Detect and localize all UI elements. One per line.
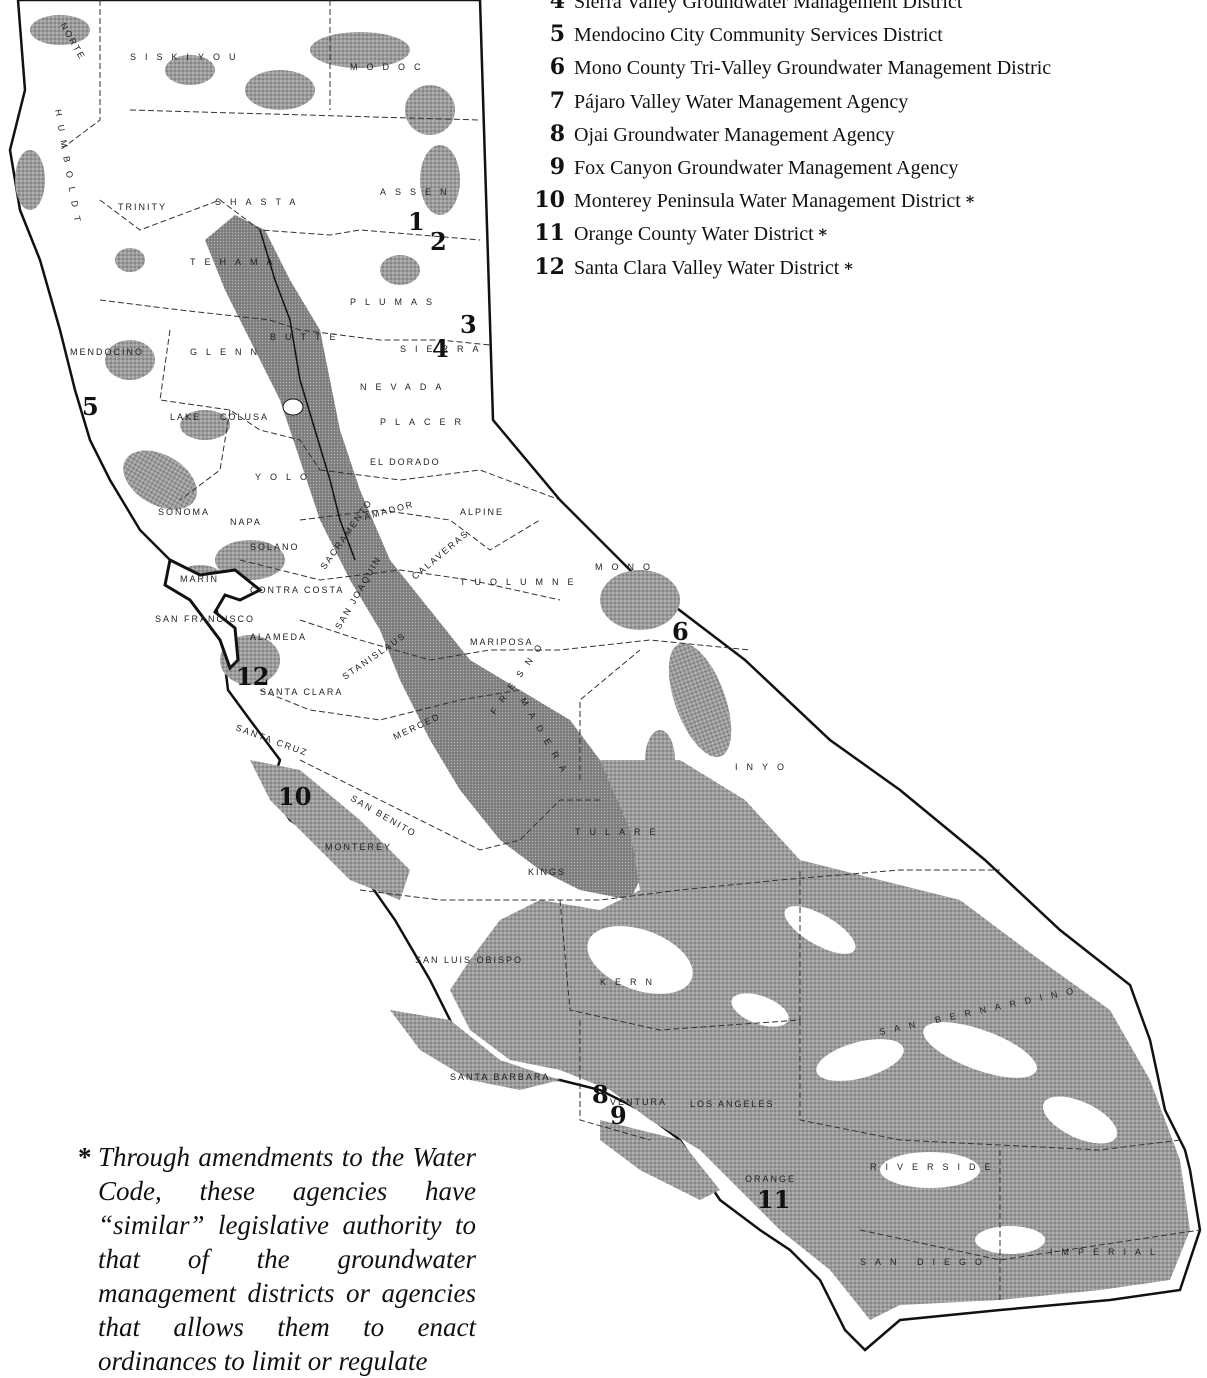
footnote: * Through amendments to the Water Code, … [78, 1140, 476, 1378]
label-orange: ORANGE [745, 1174, 796, 1184]
footnote-text: Through amendments to the Water Code, th… [98, 1142, 476, 1376]
label-colusa: COLUSA [220, 412, 269, 422]
label-yolo: YOLO [255, 472, 316, 482]
county-boundaries [59, 0, 1201, 1300]
label-lake: LAKE [170, 412, 201, 422]
label-santa-barbara: SANTA BARBARA [450, 1072, 550, 1082]
legend-row: 4 Sierra Valley Groundwater Management D… [520, 0, 1207, 21]
label-napa: NAPA [230, 517, 262, 527]
legend-row: 9 Fox Canyon Groundwater Management Agen… [520, 154, 1207, 187]
label-kern: KERN [600, 977, 661, 987]
legend-number: 4 [549, 0, 565, 14]
label-sierra: SIERRA [400, 344, 488, 354]
label-imperial: IMPERIAL [1050, 1247, 1164, 1257]
lake [282, 398, 304, 416]
label-trinity: TRINITY [118, 202, 167, 212]
legend-number: 10 [534, 187, 565, 214]
label-riverside: RIVERSIDE [870, 1162, 1000, 1172]
legend-row: 5 Mendocino City Community Services Dist… [520, 21, 1207, 54]
district-marker-11: 11 [757, 1185, 790, 1214]
legend-number: 6 [549, 54, 565, 81]
label-sonoma: SONOMA [158, 507, 210, 517]
district-marker-10: 10 [278, 782, 311, 811]
label-los-angeles: LOS ANGELES [690, 1099, 775, 1109]
label-plumas: PLUMAS [350, 297, 441, 307]
label-tuolumne: TUOLUMNE [460, 577, 583, 587]
label-placer: PLACER [380, 417, 470, 427]
label-siskiyou: SISKIYOU [130, 52, 245, 62]
label-el-dorado: EL DORADO [370, 457, 441, 467]
footnote-asterisk: * [78, 1142, 92, 1172]
label-mariposa: MARIPOSA [470, 637, 534, 647]
legend-label: Pájaro Valley Water Management Agency [574, 90, 909, 113]
label-modoc: MODOC [350, 62, 430, 72]
legend-label: Sierra Valley Groundwater Management Dis… [574, 0, 963, 13]
legend-number: 9 [549, 153, 565, 180]
district-legend: 4 Sierra Valley Groundwater Management D… [520, 0, 1207, 287]
label-mono: MONO [595, 562, 659, 572]
label-tulare: TULARE [575, 827, 665, 837]
legend-label: Mono County Tri-Valley Groundwater Manag… [574, 57, 1052, 80]
desert-basins [450, 760, 1190, 1320]
legend-number: 5 [549, 21, 565, 48]
sacramento-river [259, 229, 356, 561]
label-nevada: NEVADA [360, 382, 450, 392]
label-mendocino: MENDOCINO [70, 347, 144, 357]
label-santa-clara: SANTA CLARA [260, 687, 343, 697]
district-marker-4: 4 [432, 334, 449, 363]
legend-label: Monterey Peninsula Water Management Dist… [574, 190, 961, 213]
district-marker-2: 2 [430, 227, 447, 256]
legend-label: Santa Clara Valley Water District [574, 256, 840, 279]
central-valley [205, 215, 640, 900]
legend-asterisk: * [965, 192, 975, 212]
label-san-francisco: SAN FRANCISCO [155, 614, 255, 624]
label-san-diego: SAN DIEGO [860, 1257, 991, 1267]
legend-label: Ojai Groundwater Management Agency [574, 123, 895, 146]
district-marker-6: 6 [672, 617, 689, 646]
label-contra-costa: CONTRA COSTA [250, 585, 344, 595]
legend-row: 6 Mono County Tri-Valley Groundwater Man… [520, 54, 1207, 87]
legend-number: 12 [534, 253, 565, 280]
district-markers: 1 2 3 4 5 6 8 9 10 11 12 [82, 207, 790, 1214]
label-butte: BUTTE [270, 332, 345, 342]
district-marker-8: 8 [592, 1080, 609, 1109]
label-ventura: VENTURA [610, 1097, 667, 1107]
district-marker-9: 9 [610, 1101, 627, 1130]
legend-row: 8 Ojai Groundwater Management Agency [520, 121, 1207, 154]
bay-water [163, 557, 263, 671]
legend-label: Orange County Water District [574, 223, 814, 246]
label-alpine: ALPINE [460, 507, 504, 517]
label-lassen: ASSEN [380, 187, 456, 197]
legend-row: 10 Monterey Peninsula Water Management D… [520, 187, 1207, 220]
label-tehama: TEHAMA [190, 257, 282, 267]
label-glenn: GLENN [190, 347, 266, 357]
upland-basins [15, 15, 732, 790]
label-kings: KINGS [528, 867, 566, 877]
district-marker-12: 12 [236, 662, 269, 691]
label-monterey: MONTEREY [325, 842, 392, 852]
label-marin: MARIN [180, 574, 219, 584]
coastal-basins [250, 760, 720, 1200]
desert-gaps [587, 906, 1118, 1254]
label-alameda: ALAMEDA [250, 632, 307, 642]
district-marker-3: 3 [460, 310, 477, 339]
legend-number: 8 [549, 120, 565, 147]
legend-number: 11 [534, 220, 565, 247]
legend-row: 7 Pájaro Valley Water Management Agency [520, 88, 1207, 121]
label-san-luis-obispo: SAN LUIS OBISPO [415, 955, 523, 965]
district-marker-1: 1 [408, 207, 425, 236]
legend-row: 12 Santa Clara Valley Water District * [520, 254, 1207, 287]
legend-number: 7 [549, 87, 565, 114]
district-marker-5: 5 [82, 392, 99, 421]
label-inyo: INYO [735, 762, 793, 772]
legend-asterisk: * [844, 258, 853, 278]
label-shasta: SHASTA [215, 197, 304, 207]
legend-asterisk: * [818, 225, 828, 245]
label-solano: SOLANO [250, 542, 300, 552]
legend-row: 11 Orange County Water District * [520, 220, 1207, 253]
legend-label: Mendocino City Community Services Distri… [574, 24, 943, 47]
legend-label: Fox Canyon Groundwater Management Agency [574, 156, 959, 179]
